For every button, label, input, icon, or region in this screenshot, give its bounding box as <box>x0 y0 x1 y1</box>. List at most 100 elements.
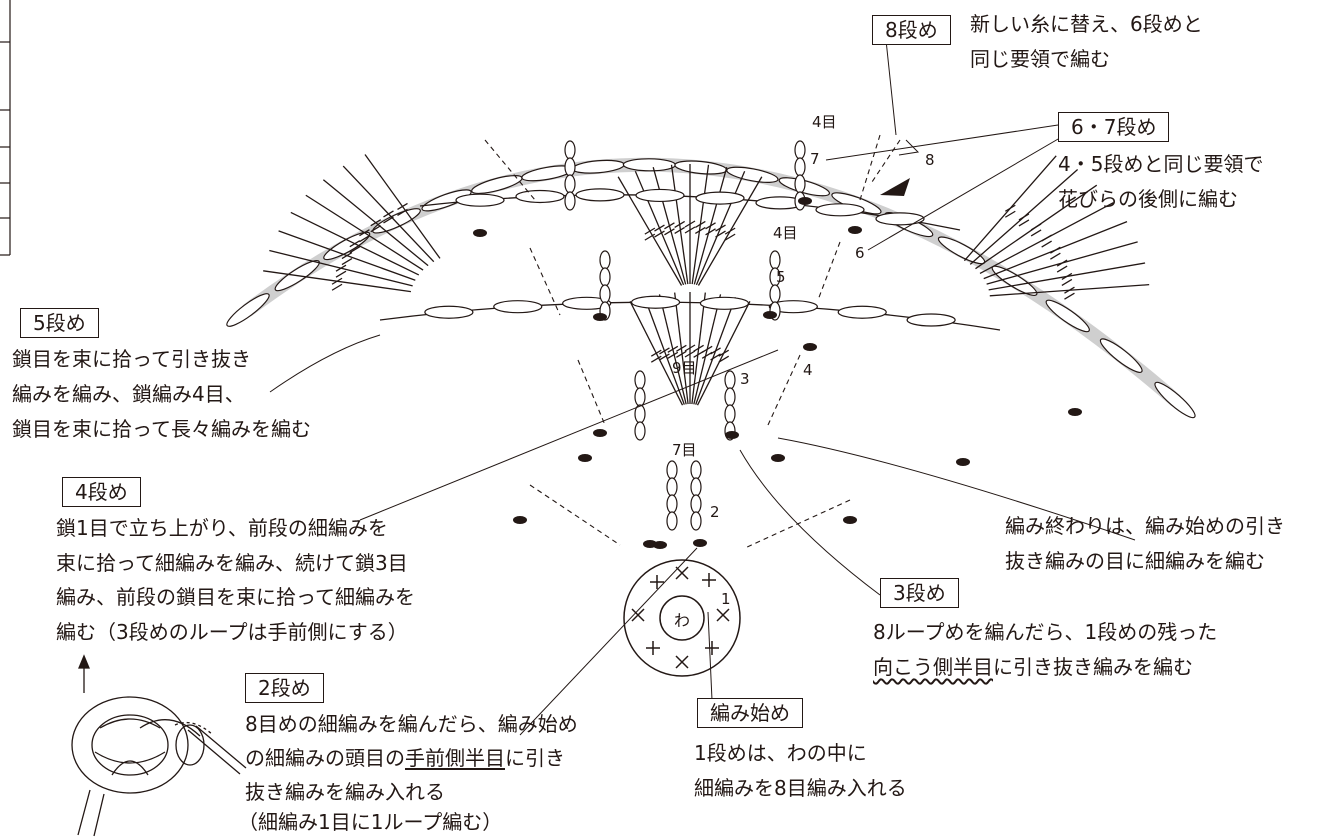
stitch-bar <box>705 228 716 236</box>
stitch-bar <box>693 350 704 358</box>
slip-stitch-dot <box>513 516 527 524</box>
stitch-bar <box>667 351 679 359</box>
cut-marker <box>880 178 910 196</box>
row-4-line-2: 束に拾って細編みを編み、続けて鎖3目 <box>56 551 408 575</box>
slip-stitch-dot <box>725 431 739 439</box>
stitch-bar <box>644 227 656 235</box>
stitch-bar <box>1041 240 1052 248</box>
chain-loop-stitch <box>599 284 611 304</box>
chain-loop-stitch <box>690 477 702 497</box>
chain-loop-stitch <box>564 174 576 194</box>
stitch-bar <box>718 349 730 357</box>
chain-count-4a: 4目 <box>773 224 798 242</box>
row-5-line-3: 鎖目を束に拾って長々編みを編む <box>12 417 311 441</box>
chain-loop-stitch <box>666 511 678 531</box>
stitch-bar <box>1061 278 1073 286</box>
stitch-bar <box>718 355 730 363</box>
stitch-bar <box>1004 210 1016 218</box>
row-2-line-4: （細編み1目に1ループ編む） <box>238 810 503 834</box>
row-7-number: 7 <box>810 150 820 168</box>
stitch-bar <box>654 230 665 238</box>
dashed-arrows <box>484 134 901 549</box>
row-5-line-2: 編みを編み、鎖編み4目、 <box>12 382 245 406</box>
chain-loop-stitch <box>564 140 576 160</box>
start-title: 編み始め <box>697 698 803 728</box>
inner-loops <box>473 140 1082 549</box>
slip-stitch-dot <box>1068 408 1082 416</box>
arc-chain-stitch <box>515 189 565 204</box>
hand-sketch-illustration <box>71 654 247 837</box>
stitch-bar <box>695 226 706 235</box>
stitch-bar <box>664 222 675 230</box>
stitch-bar <box>674 220 685 229</box>
arc-chains <box>424 188 956 327</box>
end-line-2: 抜き編みの目に細編みを編む <box>1005 549 1265 573</box>
stitch-bar <box>341 258 353 266</box>
stitch-bar <box>650 355 662 363</box>
stitch-bar <box>1030 229 1042 237</box>
ring-center: わ <box>623 559 741 677</box>
chain-loop-stitch <box>666 494 678 514</box>
row-8-title: 8段め <box>872 15 951 45</box>
stitch-bar <box>397 208 408 217</box>
outer-chain-stitch <box>622 158 676 172</box>
stitch-bar <box>1064 286 1075 294</box>
arc-chain-stitch <box>837 305 887 319</box>
stitch-bar <box>1061 272 1073 280</box>
outer-chain-stitch <box>937 236 986 265</box>
arc-chain-stitch <box>635 188 685 203</box>
slip-stitch-dot <box>956 458 970 466</box>
row-6-number: 6 <box>855 244 865 262</box>
chain-loop-stitch <box>794 157 806 177</box>
row-5-line-1: 鎖目を束に拾って引き抜き <box>12 347 251 371</box>
stitch-bar <box>684 226 696 234</box>
outer-chain-stitch <box>471 175 523 195</box>
stitch-bar <box>693 344 704 352</box>
stitch-bar <box>341 252 353 260</box>
chain-loop-stitch <box>690 511 702 531</box>
stitch-bar <box>331 283 343 291</box>
chain-loop-stitch <box>564 157 576 177</box>
chain-loop-stitch <box>724 404 736 424</box>
slip-stitch-dot <box>771 454 785 462</box>
stitch-bar <box>1056 265 1068 273</box>
row-6-7-line-2: 花びらの後側に編む <box>1058 187 1238 211</box>
chain-loop-stitch <box>769 284 781 304</box>
chain-loop-stitch <box>794 140 806 160</box>
row-6-7-title: 6・7段め <box>1058 112 1170 142</box>
stitch-bar <box>684 220 696 228</box>
slip-stitch-dot <box>843 516 857 524</box>
slip-stitch-dot <box>578 454 592 462</box>
petal-fans <box>263 154 1150 406</box>
outer-chain-stitch <box>226 293 270 327</box>
chain-loop-stitch <box>724 370 736 390</box>
row-2-title: 2段め <box>245 673 324 703</box>
stitch-bar <box>676 350 687 358</box>
stitch-bar <box>701 345 713 353</box>
stitch-bar <box>1018 219 1030 227</box>
row-numbers: 1 2 3 4 5 6 7 8 7目 9目 4目 4目 <box>672 113 935 608</box>
outer-chain-stitch <box>323 231 371 261</box>
row-4-title: 4段め <box>62 477 141 507</box>
table-fragment <box>0 0 11 256</box>
stitch-bar <box>659 347 670 355</box>
slip-stitch-dot <box>848 226 862 234</box>
stitch-bar <box>383 216 394 224</box>
stitch-bar <box>359 229 370 237</box>
arc-chain-stitch <box>875 212 925 226</box>
stitch-bar <box>674 226 685 235</box>
chain-loop-stitch <box>690 494 702 514</box>
row-2-line-1: 8目めの細編みを編んだら、編み始め <box>245 712 578 736</box>
row-4-line-1: 鎖1目で立ち上がり、前段の細編みを <box>56 516 388 540</box>
row-3-line-2-rest: に引き抜き編みを編む <box>993 655 1193 679</box>
ring-label: わ <box>674 611 690 630</box>
chain-loop-stitch <box>634 387 646 407</box>
stitch-bar <box>370 225 382 233</box>
row-2-line-3: 抜き編みを編み入れる <box>245 780 445 804</box>
stitch-bar <box>684 344 696 352</box>
stitch-bar <box>659 353 670 361</box>
arc-chain-stitch <box>562 296 612 310</box>
stitch-bar <box>715 224 726 232</box>
stitch-bar <box>370 219 382 227</box>
